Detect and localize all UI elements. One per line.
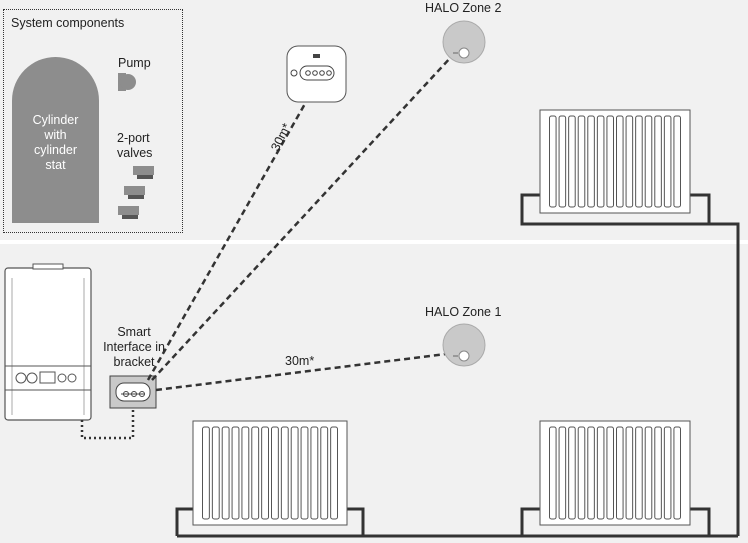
range-label-lower: 30m* bbox=[285, 354, 314, 368]
system-components-panel bbox=[3, 9, 183, 233]
pump-icon bbox=[118, 73, 136, 91]
thermostat-icon bbox=[442, 20, 486, 64]
radiator-icon bbox=[192, 420, 348, 526]
halo-zone-2-label: HALO Zone 2 bbox=[425, 1, 502, 15]
radiator-icon bbox=[539, 109, 691, 214]
wireless-hub-icon bbox=[286, 45, 347, 103]
range-label-upper: 30m* bbox=[268, 121, 294, 153]
thermostat-icon bbox=[442, 323, 486, 367]
wireless-links bbox=[146, 55, 453, 392]
cylinder-icon bbox=[12, 57, 99, 223]
valves-label: 2-port valves bbox=[117, 131, 153, 160]
smart-interface-icon bbox=[109, 375, 157, 409]
system-components-title: System components bbox=[11, 16, 125, 30]
valve-icon bbox=[118, 166, 154, 219]
smart-interface-label: Smart Interface in bracket bbox=[103, 325, 165, 369]
radiator-icon bbox=[539, 420, 691, 526]
pipework bbox=[175, 193, 740, 538]
pump-label: Pump bbox=[118, 56, 151, 70]
boiler-icon bbox=[4, 263, 92, 421]
cylinder-label: Cylinder with cylinder stat bbox=[32, 113, 79, 172]
halo-zone-1-label: HALO Zone 1 bbox=[425, 305, 502, 319]
floor-divider bbox=[0, 240, 748, 244]
